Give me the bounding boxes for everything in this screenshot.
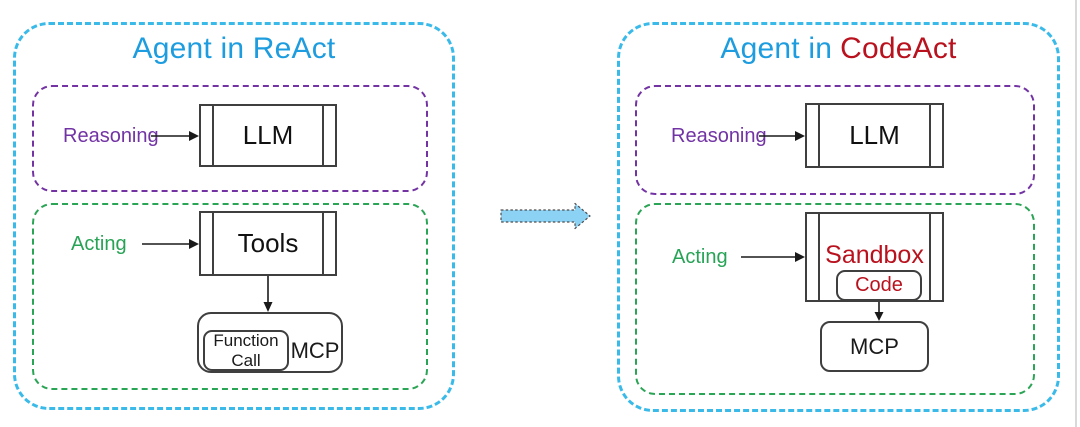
codeact-mcp-label: MCP xyxy=(850,333,899,359)
codeact-llm-label: LLM xyxy=(849,120,900,150)
arrow-right-icon xyxy=(142,239,199,249)
react-mcp-label: MCP xyxy=(290,337,340,363)
codeact-reasoning-label: Reasoning xyxy=(671,125,767,147)
react-reasoning-label: Reasoning xyxy=(63,125,159,147)
function-call-label: Function Call xyxy=(213,331,279,370)
react-tools-label: Tools xyxy=(237,228,299,258)
function-call-box: Function Call xyxy=(203,330,289,371)
react-agent-panel: Agent in ReAct Reasoning LLM Acting Tool… xyxy=(13,22,455,410)
react-reasoning-section: Reasoning LLM xyxy=(32,85,428,192)
code-label: Code xyxy=(855,274,903,296)
codeact-reasoning-section: Reasoning LLM xyxy=(635,85,1035,195)
react-llm-process-box: LLM xyxy=(199,104,337,167)
codeact-mcp-box: MCP xyxy=(820,321,929,372)
react-tools-process-box: Tools xyxy=(199,211,337,276)
codeact-title-highlight: CodeAct xyxy=(840,32,957,65)
react-llm-label: LLM xyxy=(242,120,294,150)
react-acting-section: Acting Tools Function Call MCP xyxy=(32,203,428,390)
arrow-down-icon xyxy=(263,276,273,312)
arrow-down-icon xyxy=(874,302,884,321)
sandbox-process-box: Sandbox Code xyxy=(805,212,944,302)
react-mcp-group-box: Function Call MCP xyxy=(197,312,343,373)
window-edge-divider xyxy=(1075,0,1077,427)
arrow-right-icon xyxy=(151,131,199,141)
codeact-llm-process-box: LLM xyxy=(805,103,944,168)
react-panel-title: Agent in ReAct xyxy=(132,32,336,65)
codeact-acting-label: Acting xyxy=(672,246,728,268)
codeact-title-prefix: Agent in xyxy=(720,32,833,65)
transition-arrow-icon xyxy=(500,202,591,230)
react-acting-label: Acting xyxy=(71,233,127,255)
codeact-acting-section: Acting Sandbox Code MCP xyxy=(635,203,1035,395)
arrow-right-icon xyxy=(759,131,805,141)
code-box: Code xyxy=(836,270,922,301)
sandbox-label: Sandbox xyxy=(825,241,924,269)
arrow-right-icon xyxy=(741,252,805,262)
